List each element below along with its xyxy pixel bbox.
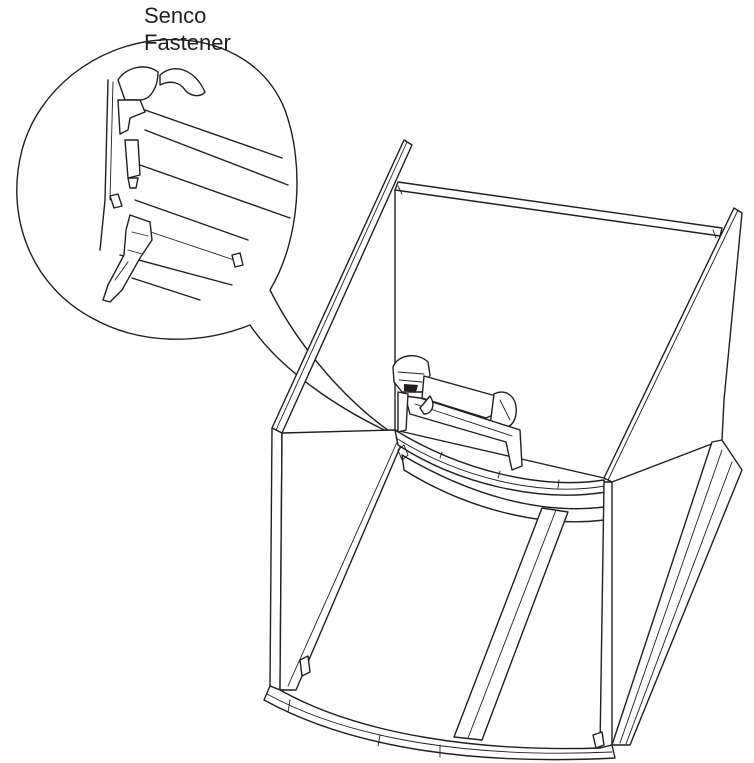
base-front-trim: [263, 685, 616, 761]
cabinet-frame: [263, 139, 743, 761]
detail-magnifier: [16, 38, 396, 436]
center-support: [453, 507, 569, 741]
senco-fastener-gun: [392, 355, 523, 471]
magnifier-outline: [16, 38, 396, 436]
callout-line-2: Fastener: [144, 30, 231, 55]
fastener-callout-label: Senco Fastener: [144, 2, 231, 56]
right-floor-rail: [599, 481, 613, 749]
detail-panel-edge: [99, 79, 109, 251]
detail-fastener-nose: [159, 68, 206, 97]
callout-line-1: Senco: [144, 3, 207, 28]
